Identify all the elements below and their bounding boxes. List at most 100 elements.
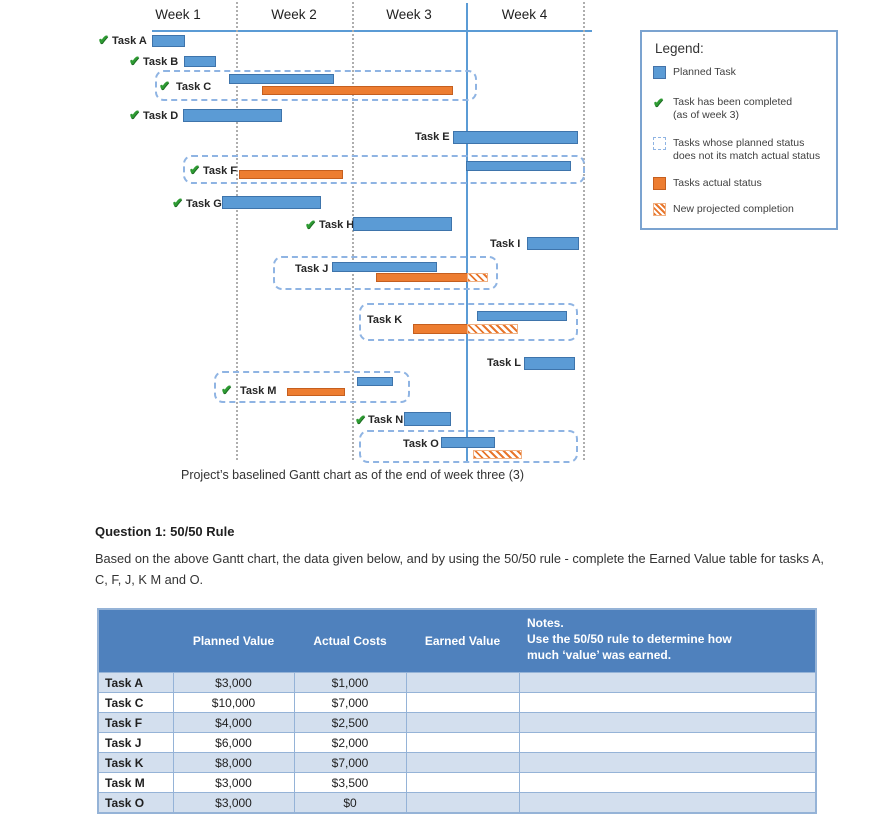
actual-costs-cell: $0: [293, 792, 407, 814]
planned-value-cell: $3,000: [172, 672, 295, 693]
legend-box: Legend: Planned Task ✔ Task has been com…: [640, 30, 838, 230]
planned-value-cell: $4,000: [172, 712, 295, 733]
task-label: Task D: [143, 110, 179, 122]
planned-value-cell: $3,000: [172, 792, 295, 814]
planned-bar: [229, 74, 334, 84]
planned-bar: [353, 217, 452, 231]
notes-cell: [518, 672, 817, 693]
planned-bar: [466, 161, 571, 171]
task-label: Task G: [186, 198, 222, 210]
earned-value-header: Earned Value: [406, 609, 519, 673]
week-2-label: Week 2: [271, 7, 317, 22]
planned-bar: [477, 311, 567, 321]
table-row: Task M $3,000 $3,500: [97, 772, 817, 793]
actual-costs-header: Actual Costs: [294, 609, 406, 673]
legend-title: Legend:: [655, 41, 704, 56]
week-1-label: Week 1: [155, 7, 201, 22]
completed-check-icon: ✔: [129, 53, 140, 68]
notes-cell: [518, 792, 817, 814]
actual-bar: [413, 324, 468, 334]
completed-check-icon: ✔: [653, 95, 664, 110]
table-row: Task F $4,000 $2,500: [97, 712, 817, 733]
mismatch-dashed-swatch: [653, 137, 666, 150]
task-name-cell: Task J: [97, 732, 174, 753]
legend-item-planned: Planned Task: [653, 66, 736, 79]
task-label: Task L: [487, 357, 522, 369]
completed-check-icon: ✔: [129, 107, 140, 122]
planned-value-header: Planned Value: [173, 609, 294, 673]
actual-costs-cell: $2,000: [293, 732, 407, 753]
planned-value-cell: $6,000: [172, 732, 295, 753]
planned-bar: [524, 357, 575, 370]
actual-costs-cell: $2,500: [293, 712, 407, 733]
earned-value-cell: [405, 732, 520, 753]
week-separator: [352, 2, 354, 460]
planned-bar: [332, 262, 437, 272]
task-label: Task N: [368, 414, 404, 426]
task-name-cell: Task F: [97, 712, 174, 733]
planned-bar: [527, 237, 579, 250]
projected-completion-bar: [467, 273, 488, 282]
task-label: Task A: [112, 35, 147, 47]
legend-item-projected: New projected completion: [653, 203, 794, 216]
question-body: Based on the above Gantt chart, the data…: [95, 551, 824, 587]
task-label: Task I: [490, 238, 521, 250]
status-date-line: [466, 3, 468, 462]
task-name-cell: Task C: [97, 692, 174, 713]
task-label: Task E: [415, 131, 450, 143]
table-row: Task C $10,000 $7,000: [97, 692, 817, 713]
planned-bar: [222, 196, 321, 209]
completed-check-icon: ✔: [159, 78, 170, 93]
planned-bar: [152, 35, 185, 47]
earned-value-cell: [405, 792, 520, 814]
planned-bar: [441, 437, 495, 448]
planned-bar: [453, 131, 578, 144]
actual-costs-cell: $1,000: [293, 672, 407, 693]
projected-completion-bar: [473, 450, 522, 459]
task-label: Task B: [143, 56, 179, 68]
planned-value-cell: $3,000: [172, 772, 295, 793]
earned-value-table-wrap: Planned Value Actual Costs Earned Value …: [97, 608, 817, 814]
notes-cell: [518, 772, 817, 793]
mismatch-box: [359, 303, 578, 341]
table-row: Task J $6,000 $2,000: [97, 732, 817, 753]
question-heading: Question 1: 50/50 Rule: [95, 524, 235, 539]
task-label: Task K: [367, 314, 403, 326]
task-label: Task O: [403, 438, 439, 450]
notes-header: Notes. Use the 50/50 rule to determine h…: [519, 609, 816, 673]
gantt-chart: Week 1 Week 2 Week 3 Week 4 ✔ Task A ✔ T…: [98, 2, 592, 482]
completed-check-icon: ✔: [355, 412, 366, 427]
projected-completion-bar: [467, 324, 518, 334]
actual-bar: [262, 86, 453, 95]
completed-check-icon: ✔: [305, 217, 316, 232]
mismatch-box: [155, 70, 477, 101]
week-4-label: Week 4: [501, 7, 548, 22]
earned-value-cell: [405, 712, 520, 733]
task-label: Task M: [240, 385, 277, 397]
planned-value-cell: $10,000: [172, 692, 295, 713]
planned-value-cell: $8,000: [172, 752, 295, 773]
task-name-cell: Task M: [97, 772, 174, 793]
table-row: Task O $3,000 $0: [97, 792, 817, 814]
earned-value-cell: [405, 772, 520, 793]
earned-value-cell: [405, 752, 520, 773]
mismatch-box: [359, 430, 578, 463]
task-name-cell: Task A: [97, 672, 174, 693]
mismatch-box: [183, 155, 585, 184]
mismatch-box: [214, 371, 410, 403]
week-separator: [583, 2, 585, 460]
task-column-header: [98, 609, 173, 673]
week-3-label: Week 3: [386, 7, 432, 22]
legend-item-actual: Tasks actual status: [653, 177, 762, 190]
completed-check-icon: ✔: [98, 32, 109, 47]
notes-cell: [518, 752, 817, 773]
projected-completion-swatch: [653, 203, 666, 216]
planned-task-swatch: [653, 66, 666, 79]
completed-check-icon: ✔: [189, 162, 200, 177]
planned-bar: [183, 109, 282, 122]
earned-value-table: Planned Value Actual Costs Earned Value …: [97, 608, 817, 814]
actual-costs-cell: $7,000: [293, 752, 407, 773]
task-label: Task C: [176, 81, 212, 93]
task-name-cell: Task O: [97, 792, 174, 814]
